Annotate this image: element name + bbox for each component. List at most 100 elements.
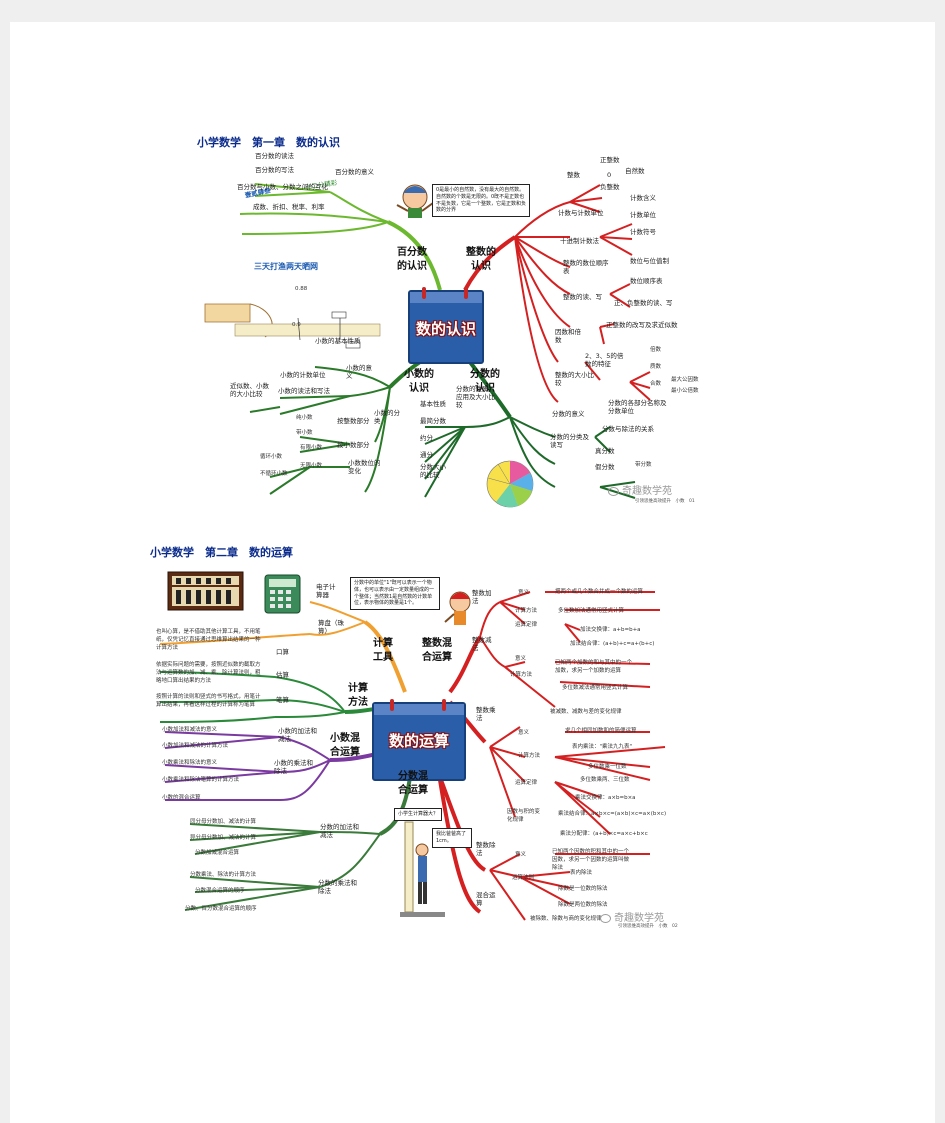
label-dec-9: 按小数部分 xyxy=(337,441,370,449)
watermark-2: 奇趣数学苑 xyxy=(600,909,664,924)
branch-int-mixed: 整数混 合运算 xyxy=(422,638,452,663)
label-int2-6: 加法交换律：a+b=b+a xyxy=(580,627,641,633)
label-int2-12: 多位数减法通常用竖式计算 xyxy=(562,685,629,691)
label-dec-8: 带小数 xyxy=(296,430,313,436)
label-dec2-1: 小数加法和减法的意义 xyxy=(162,727,218,733)
branch-dec-mixed: 小数混 合运算 xyxy=(330,733,360,758)
label-int-15: 正整数的改写及求近似数 xyxy=(606,321,678,329)
label-frac-8: 分数与除法的关系 xyxy=(602,425,654,433)
label-dec-0: 小数的基本性质 xyxy=(315,337,361,345)
ruler-label-2: 0.9 xyxy=(292,322,301,328)
chapter1-footer: 引领思维高效提升 小数 01 xyxy=(635,499,695,504)
label-dec-13: 不循环小数 xyxy=(260,471,288,477)
label-int2-28: 已知两个因数的积和其中的一个因数，求另一个因数的运算叫做除法 xyxy=(552,849,630,871)
height-bubble: 我比爸爸高了1cm。 xyxy=(432,828,472,848)
label-int-20: 合数 xyxy=(650,381,662,387)
wechat-logo-icon xyxy=(608,486,619,496)
label-frac-11: 假分数 xyxy=(595,463,615,471)
label-tool-7: 笔算 xyxy=(276,696,289,704)
abacus-illustration xyxy=(167,571,244,611)
label-dec-1: 小数的意义 xyxy=(346,364,372,380)
label-tool-2: 也叫心算，是不借助其他计算工具，不用笔纸，仅凭记忆直接通过思维算出结果的一种计算… xyxy=(156,629,261,651)
label-int2-25: 因数与积的变化规律 xyxy=(507,809,541,823)
chapter1-speech-bubble: 0是最小的自然数，没有最大的自然数。自然数的个数是无限的。0既不是正数也不是负数… xyxy=(432,184,530,217)
label-dec2-3: 小数的乘法和除法 xyxy=(274,759,313,775)
label-int2-31: 除数是一位数的除法 xyxy=(558,886,608,892)
label-dec-7: 纯小数 xyxy=(296,415,313,421)
label-tool-4: 依据实际问题的需要，按照近似数的截取方法与运算数的加、减、乘、除计算法则，粗略地… xyxy=(156,662,261,684)
height-measure-illustration xyxy=(400,821,445,917)
label-dec-2: 小数的计数单位 xyxy=(280,371,326,379)
label-int2-19: 多位数乘一位数 xyxy=(588,764,627,770)
label-dec2-0: 小数的加法和减法 xyxy=(278,727,317,743)
label-pct-4: 成数、折扣、税率、利率 xyxy=(253,203,325,211)
label-dec2-5: 小数乘法和除法笔算的计算方法 xyxy=(162,777,240,783)
label-int2-30: 表内除法 xyxy=(570,870,593,876)
label-int-16: 因数和倍数 xyxy=(555,328,581,344)
label-int-2: 0 xyxy=(607,171,612,179)
chapter2-branches xyxy=(159,571,666,921)
label-tool-3: 口算 xyxy=(276,648,289,656)
label-frac2-2: 异分母分数加、减法的计算 xyxy=(190,835,257,841)
label-int-11: 数位与位值制 xyxy=(630,257,669,265)
label-int-7: 计数单位 xyxy=(630,211,656,219)
label-int2-7: 加法结合律：(a+b)+c=a+(b+c) xyxy=(570,641,655,647)
label-dec-6: 按整数部分 xyxy=(337,417,370,425)
label-int2-23: 乘法结合律：a×b×c=(a×b)×c=a×(b×c) xyxy=(558,811,667,817)
label-int-3: 负整数 xyxy=(600,183,620,191)
ruler-label-1: 0.88 xyxy=(295,286,308,292)
label-dec-3: 小数的读法和写法 xyxy=(278,387,330,395)
label-dec-4: 近似数、小数的大小比较 xyxy=(230,382,269,398)
label-dec-14: 小数数位的变化 xyxy=(348,459,381,475)
kid-speech-bubble: 小学生计算器大？ xyxy=(394,808,443,821)
label-dec2-6: 小数的混合运算 xyxy=(162,795,201,801)
label-int2-11: 计算方法 xyxy=(510,672,533,678)
label-int2-32: 除数是两位数的除法 xyxy=(558,902,608,908)
label-int-23: 整数的大小比较 xyxy=(555,371,594,387)
label-frac-3: 约分 xyxy=(420,434,433,442)
label-int-8: 计数符号 xyxy=(630,228,656,236)
label-pct-0: 百分数的读法 xyxy=(255,152,294,160)
label-int2-5: 运算定律 xyxy=(515,622,538,628)
label-frac-12: 带分数 xyxy=(635,462,652,468)
label-int2-18: 表内乘法："乘法九九表" xyxy=(572,744,633,750)
chapter1-center-title: 数的认识 xyxy=(415,320,476,338)
label-int-21: 最大公因数 xyxy=(671,377,699,383)
label-frac2-6: 分数混合运算的顺序 xyxy=(195,888,245,894)
chapter1-branches xyxy=(204,183,651,508)
label-tool-6: 按照计算的法则和竖式的书写格式，用笔计算出结果，再看这样过程的计算称为笔算 xyxy=(156,694,261,708)
chapter2-center-calendar: 数的运算 xyxy=(372,699,466,781)
label-tool-1: 算盘（珠算） xyxy=(318,619,344,635)
document-page: 小学数学 第一章 数的认识 xyxy=(10,22,935,1123)
label-int2-2: 把两个或几个数合并成一个数的运算 xyxy=(555,589,644,595)
branch-methods: 计算 方法 xyxy=(348,683,368,708)
label-int2-13: 被减数、减数与差的变化规律 xyxy=(550,709,622,715)
label-dec2-4: 小数乘法和除法的意义 xyxy=(162,760,218,766)
label-int2-24: 乘法分配律：(a+b)×c=a×c+b×c xyxy=(560,831,648,837)
label-frac-9: 分数的分类及读写 xyxy=(550,433,589,449)
chapter2-footer: 引领思维高效提升 小数 02 xyxy=(618,924,678,929)
label-frac-1: 基本性质 xyxy=(420,400,446,408)
branch-fraction: 分数的 认识 xyxy=(470,369,500,394)
label-int-1: 正整数 xyxy=(600,156,620,164)
branch-tools: 计算 工具 xyxy=(373,638,393,663)
label-dec-10: 有限小数 xyxy=(300,445,323,451)
label-int-12: 数位顺序表 xyxy=(630,277,663,285)
label-frac2-1: 同分母分数加、减法的计算 xyxy=(190,819,257,825)
label-frac2-3: 分数加减混合运算 xyxy=(195,850,240,856)
label-int-13: 整数的读、写 xyxy=(563,293,602,301)
label-frac2-7: 分数、百分数混合运算的顺序 xyxy=(185,906,257,912)
branch-frac-mixed: 分数混 合运算 xyxy=(398,771,428,796)
ruler-illustration xyxy=(204,303,381,349)
label-tool-5: 估算 xyxy=(276,671,289,679)
label-int2-21: 运算定律 xyxy=(515,780,538,786)
wechat-logo-icon xyxy=(600,913,611,923)
calculator-illustration xyxy=(264,574,301,614)
label-int-9: 十进制计数法 xyxy=(560,237,599,245)
label-int2-1: 意义 xyxy=(518,590,530,596)
label-frac-0: 分数的性质、应用及大小比较 xyxy=(456,385,495,409)
chapter1-center-calendar: 数的认识 xyxy=(408,287,484,364)
label-int2-29: 运算法则 xyxy=(512,875,535,881)
label-int2-20: 多位数乘两、三位数 xyxy=(580,777,630,783)
label-int-14: 正、负整数的读、写 xyxy=(614,299,673,307)
